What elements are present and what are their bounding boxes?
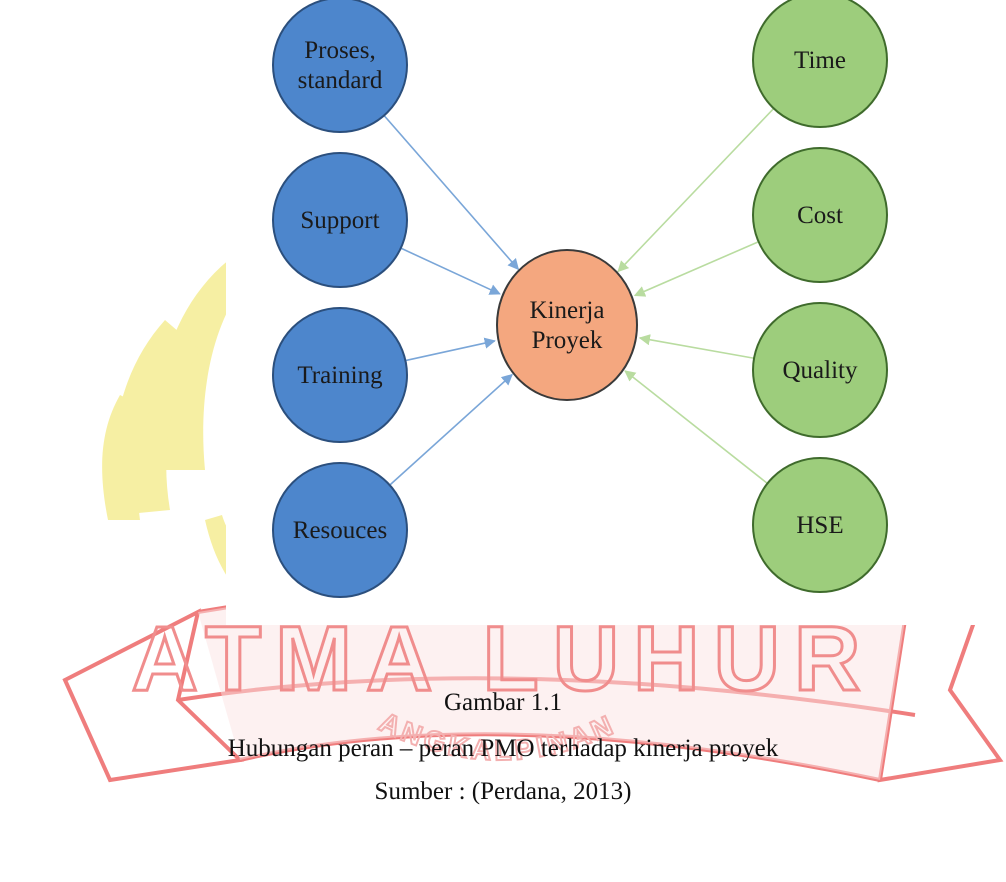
edge-resouces-to-kinerja (389, 373, 513, 486)
node-proses-label: Proses,standard (298, 37, 383, 94)
node-resouces: Resouces (272, 462, 408, 598)
node-time-circle (752, 0, 888, 128)
node-quality-label: Quality (783, 357, 858, 384)
node-kinerja-ellipse (496, 249, 638, 401)
diagram-edges (383, 107, 775, 486)
node-cost: Cost (752, 147, 888, 283)
figure-title: Hubungan peran – peran PMO terhadap kine… (227, 735, 779, 762)
node-proses-circle (272, 0, 408, 133)
edge-quality-to-kinerja (638, 334, 755, 360)
node-resouces-label: Resouces (293, 517, 387, 544)
node-quality: Quality (752, 302, 888, 438)
node-support-label: Support (300, 207, 379, 234)
node-time-label: Time (794, 47, 846, 74)
node-support: Support (272, 152, 408, 288)
node-support-circle (272, 152, 408, 288)
node-cost-circle (752, 147, 888, 283)
node-resouces-circle (272, 462, 408, 598)
node-quality-circle (752, 302, 888, 438)
node-training-circle (272, 307, 408, 443)
edge-support-to-kinerja (400, 247, 501, 295)
edge-cost-to-kinerja (633, 240, 759, 297)
node-cost-label: Cost (797, 202, 843, 229)
figure-number: Gambar 1.1 (443, 689, 563, 716)
node-time: Time (752, 0, 888, 128)
edge-hse-to-kinerja (624, 370, 768, 485)
node-training-label: Training (297, 362, 383, 389)
edge-training-to-kinerja (405, 337, 496, 362)
node-hse: HSE (752, 457, 888, 593)
node-hse-circle (752, 457, 888, 593)
watermark-ribbon-fill (198, 587, 905, 780)
node-proses: Proses,standard (272, 0, 408, 133)
node-hse-label: HSE (796, 512, 843, 539)
edge-proses-to-kinerja (383, 114, 520, 271)
node-training: Training (272, 307, 408, 443)
figure-source: Sumber : (Perdana, 2013) (374, 778, 632, 805)
edge-time-to-kinerja (617, 107, 775, 273)
